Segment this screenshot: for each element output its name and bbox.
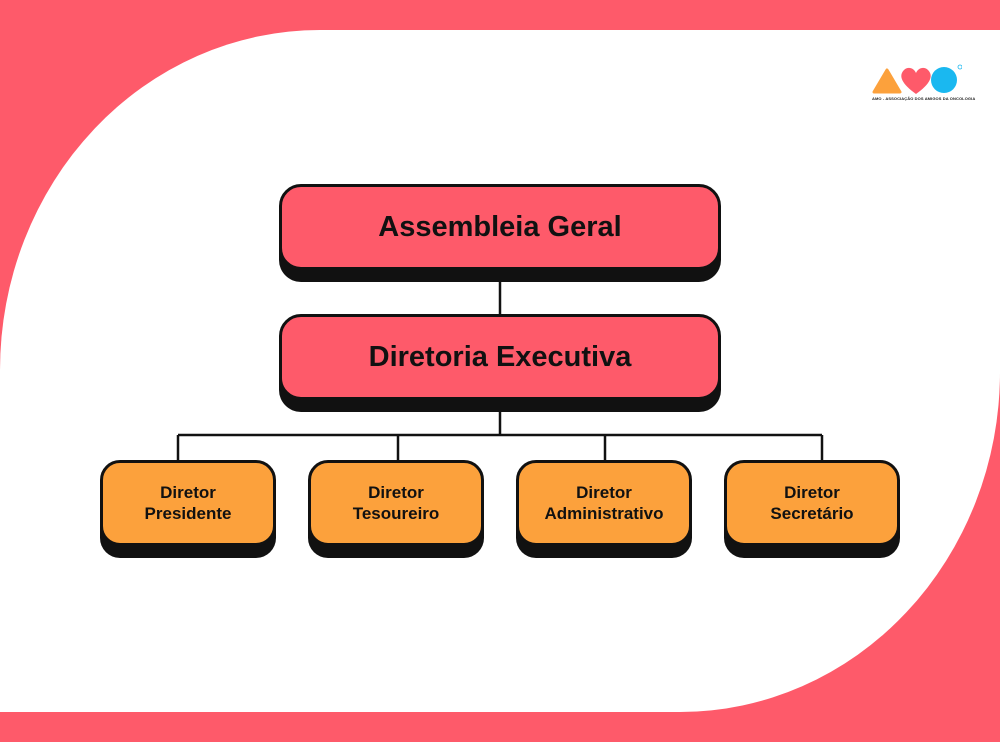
logo-heart-icon xyxy=(901,67,931,94)
logo-circle-icon xyxy=(931,67,957,93)
node-label-line1: Diretor xyxy=(160,483,216,502)
node-label: Diretoria Executiva xyxy=(368,340,632,373)
node-diretor-administrativo: Diretor Administrativo xyxy=(516,460,692,546)
node-label-line1: Diretor xyxy=(784,483,840,502)
node-diretor-secretario: Diretor Secretário xyxy=(724,460,900,546)
logo-tagline: AMO - ASSOCIAÇÃO DOS AMIGOS DA ONCOLOGIA xyxy=(872,96,976,101)
node-assembleia-geral: Assembleia Geral xyxy=(279,184,721,270)
logo-triangle-icon xyxy=(872,68,902,94)
node-label-line1: Diretor xyxy=(368,483,424,502)
amo-logo xyxy=(872,64,962,94)
node-label: Assembleia Geral xyxy=(378,210,622,243)
node-diretor-tesoureiro: Diretor Tesoureiro xyxy=(308,460,484,546)
node-label-line2: Presidente xyxy=(144,504,232,523)
node-label-line2: Tesoureiro xyxy=(352,504,440,523)
node-diretor-presidente: Diretor Presidente xyxy=(100,460,276,546)
node-label-line2: Secretário xyxy=(770,504,854,523)
node-label-line2: Administrativo xyxy=(544,504,664,523)
node-diretoria-executiva: Diretoria Executiva xyxy=(279,314,721,400)
registered-mark-icon xyxy=(957,64,962,70)
node-label-line1: Diretor xyxy=(576,483,632,502)
